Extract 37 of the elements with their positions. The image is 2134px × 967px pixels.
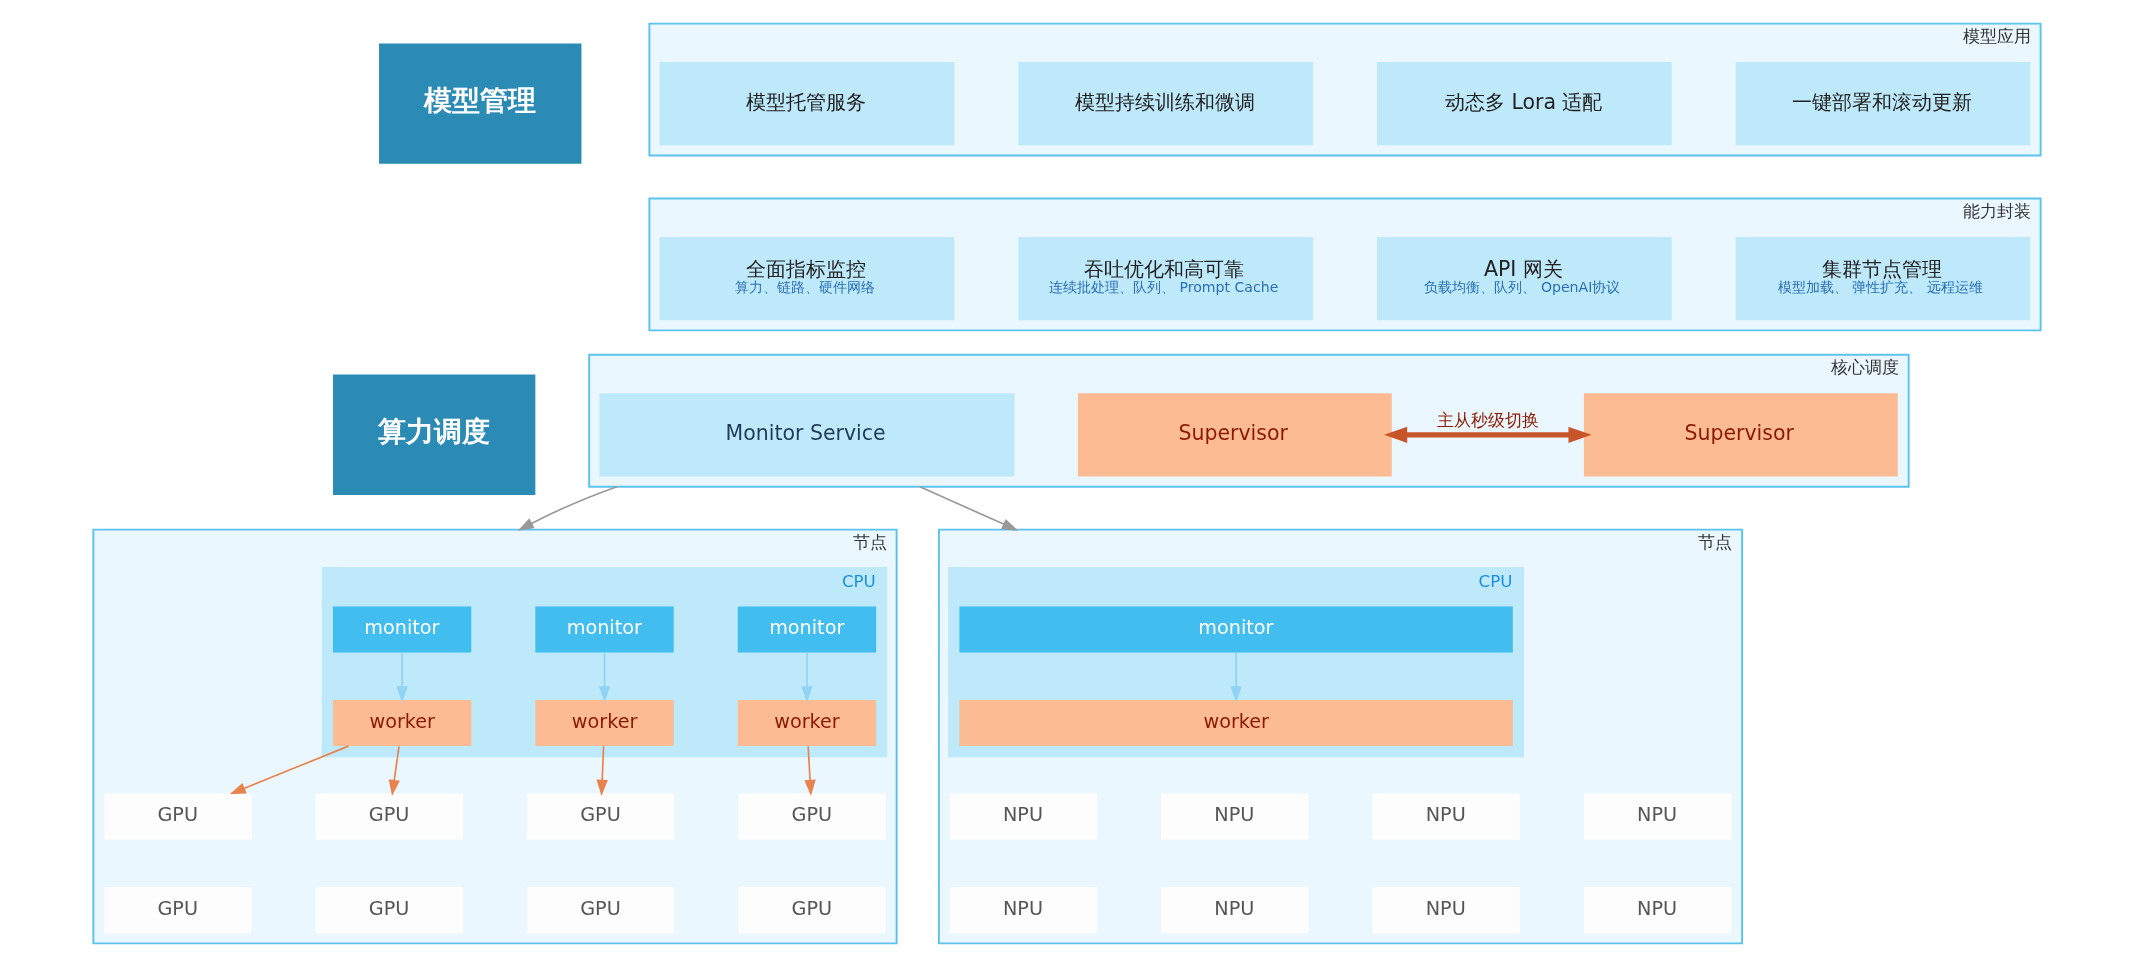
node-box: GPU — [527, 793, 675, 840]
node-box: monitor — [959, 606, 1513, 653]
node-box: GPU — [315, 793, 463, 840]
node-box: 算力调度 — [332, 374, 536, 496]
node-box: worker — [332, 700, 472, 747]
node-box: worker — [737, 700, 877, 747]
node-box: 集群节点管理 模型加载、 弹性扩充、 远程运维 — [1735, 236, 2031, 321]
node-box: GPU — [738, 793, 886, 840]
node-box: Supervisor — [1583, 393, 1898, 477]
node-box: worker — [959, 700, 1513, 747]
node-box: Monitor Service — [599, 393, 1015, 477]
node-box: API 网关 负载均衡、队列、 OpenAI协议 — [1377, 236, 1672, 321]
arrow — [229, 745, 350, 795]
node-box: 全面指标监控 算力、链路、硬件网络 — [659, 236, 955, 321]
node-box: monitor — [332, 606, 472, 653]
node-box: 一键部署和滚动更新 — [1735, 62, 2031, 146]
arrow — [801, 652, 813, 703]
node-box: 模型托管服务 — [659, 62, 955, 146]
node-box: 模型持续训练和微调 — [1018, 62, 1313, 146]
arrow — [1384, 426, 1592, 443]
arrow — [517, 485, 618, 531]
arrow — [804, 745, 816, 796]
node-box: monitor — [737, 606, 877, 653]
node-box: 模型管理 — [379, 43, 582, 164]
arrow — [919, 485, 1019, 531]
node-box: 吞吐优化和高可靠 连续批处理、队列、 Prompt Cache — [1018, 236, 1313, 321]
node-box: GPU — [104, 793, 252, 840]
node-box: monitor — [535, 606, 674, 653]
edge-label: 主从秒级切换 — [1436, 411, 1539, 431]
arrow — [596, 745, 608, 796]
arrow — [1230, 652, 1242, 703]
arrow — [396, 652, 408, 703]
arrow — [388, 745, 400, 796]
node-box: worker — [535, 700, 674, 747]
arrow — [598, 652, 611, 703]
node-box: Supervisor — [1077, 393, 1392, 477]
node-box: 动态多 Lora 适配 — [1377, 62, 1672, 146]
